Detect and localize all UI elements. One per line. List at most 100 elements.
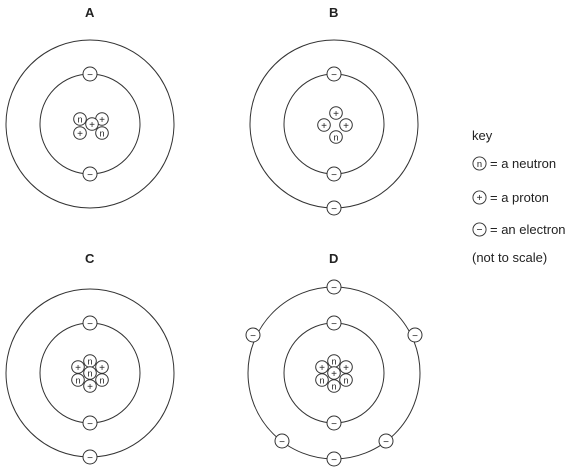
neutron: n (95, 373, 109, 387)
neutron-icon: n (472, 155, 487, 171)
electron: − (82, 315, 98, 331)
outer-shell (5, 39, 175, 209)
neutron: n (83, 354, 97, 368)
key-electron: − = an electron (472, 221, 566, 237)
svg-text:−: − (87, 70, 93, 81)
svg-text:n: n (87, 369, 92, 379)
inner-shell (283, 73, 385, 175)
svg-text:+: + (75, 363, 81, 374)
nucleus: n+++n (73, 112, 109, 140)
electron: − (407, 327, 423, 343)
svg-text:+: + (99, 363, 105, 374)
key-neutron: n = a neutron (472, 155, 556, 171)
neutron: n (327, 354, 341, 368)
atom-a: n+++n−− (5, 39, 175, 209)
electron: − (326, 200, 342, 216)
neutron: n (327, 379, 341, 393)
svg-text:−: − (87, 170, 93, 181)
svg-text:n: n (87, 357, 92, 367)
nucleus: + + + n (317, 106, 353, 144)
neutron: n (315, 373, 329, 387)
electron-icon-symbol: − (476, 224, 482, 235)
neutron-icon-symbol: n (477, 158, 482, 168)
key-note: (not to scale) (472, 250, 548, 265)
svg-text:−: − (331, 319, 337, 330)
proton-icon-symbol: + (476, 192, 482, 203)
svg-text:−: − (331, 170, 337, 181)
svg-text:−: − (279, 437, 285, 448)
electron: − (326, 166, 342, 182)
key-proton-text: = a proton (490, 189, 549, 205)
svg-text:−: − (87, 319, 93, 330)
svg-text:+: + (333, 109, 339, 120)
key-proton: + = a proton (472, 189, 549, 205)
neutron: n (73, 112, 87, 126)
svg-text:n: n (333, 133, 338, 143)
svg-text:+: + (343, 121, 349, 132)
electron: − (326, 66, 342, 82)
electron: − (82, 449, 98, 465)
svg-text:n: n (77, 115, 82, 125)
svg-text:−: − (331, 419, 337, 430)
electron: − (326, 279, 342, 295)
svg-text:−: − (331, 70, 337, 81)
neutron: n (83, 366, 97, 380)
electron-icon: − (472, 221, 487, 237)
neutron: n (71, 373, 85, 387)
key-title: key (472, 128, 493, 143)
svg-text:+: + (331, 369, 337, 380)
proton: + (315, 360, 329, 374)
svg-text:+: + (87, 382, 93, 393)
svg-text:−: − (331, 283, 337, 294)
svg-text:+: + (319, 363, 325, 374)
electron: − (378, 433, 394, 449)
atom-label-b: B (329, 5, 339, 20)
svg-text:−: − (331, 455, 337, 466)
proton: + (73, 126, 87, 140)
electron: − (82, 415, 98, 431)
svg-text:+: + (343, 363, 349, 374)
neutron: n (329, 130, 343, 144)
proton: + (329, 106, 343, 120)
svg-text:−: − (331, 204, 337, 215)
electron: − (245, 327, 261, 343)
proton: + (85, 117, 99, 131)
electron: − (274, 433, 290, 449)
proton: + (327, 366, 341, 380)
electron: − (82, 66, 98, 82)
proton: + (317, 118, 331, 132)
electron: − (326, 451, 342, 467)
svg-text:n: n (75, 376, 80, 386)
electron: − (326, 315, 342, 331)
svg-text:n: n (331, 357, 336, 367)
svg-text:−: − (250, 331, 256, 342)
atom-b: + + + n − − − (249, 39, 419, 216)
key-electron-text: = an electron (490, 221, 566, 237)
atom-label-a: A (85, 5, 95, 20)
svg-text:−: − (87, 419, 93, 430)
proton: + (339, 118, 353, 132)
outer-shell (249, 39, 419, 209)
key-neutron-text: = a neutron (490, 155, 557, 171)
proton: + (339, 360, 353, 374)
neutron: n (95, 126, 109, 140)
svg-text:−: − (412, 331, 418, 342)
atom-label-c: C (85, 251, 95, 266)
svg-text:+: + (321, 121, 327, 132)
svg-text:+: + (89, 120, 95, 131)
svg-text:n: n (99, 129, 104, 139)
proton: + (71, 360, 85, 374)
proton: + (95, 360, 109, 374)
svg-text:n: n (343, 376, 348, 386)
proton: + (83, 379, 97, 393)
atom-label-d: D (329, 251, 339, 266)
svg-text:+: + (77, 129, 83, 140)
electron: − (82, 166, 98, 182)
svg-text:−: − (383, 437, 389, 448)
svg-text:−: − (87, 453, 93, 464)
